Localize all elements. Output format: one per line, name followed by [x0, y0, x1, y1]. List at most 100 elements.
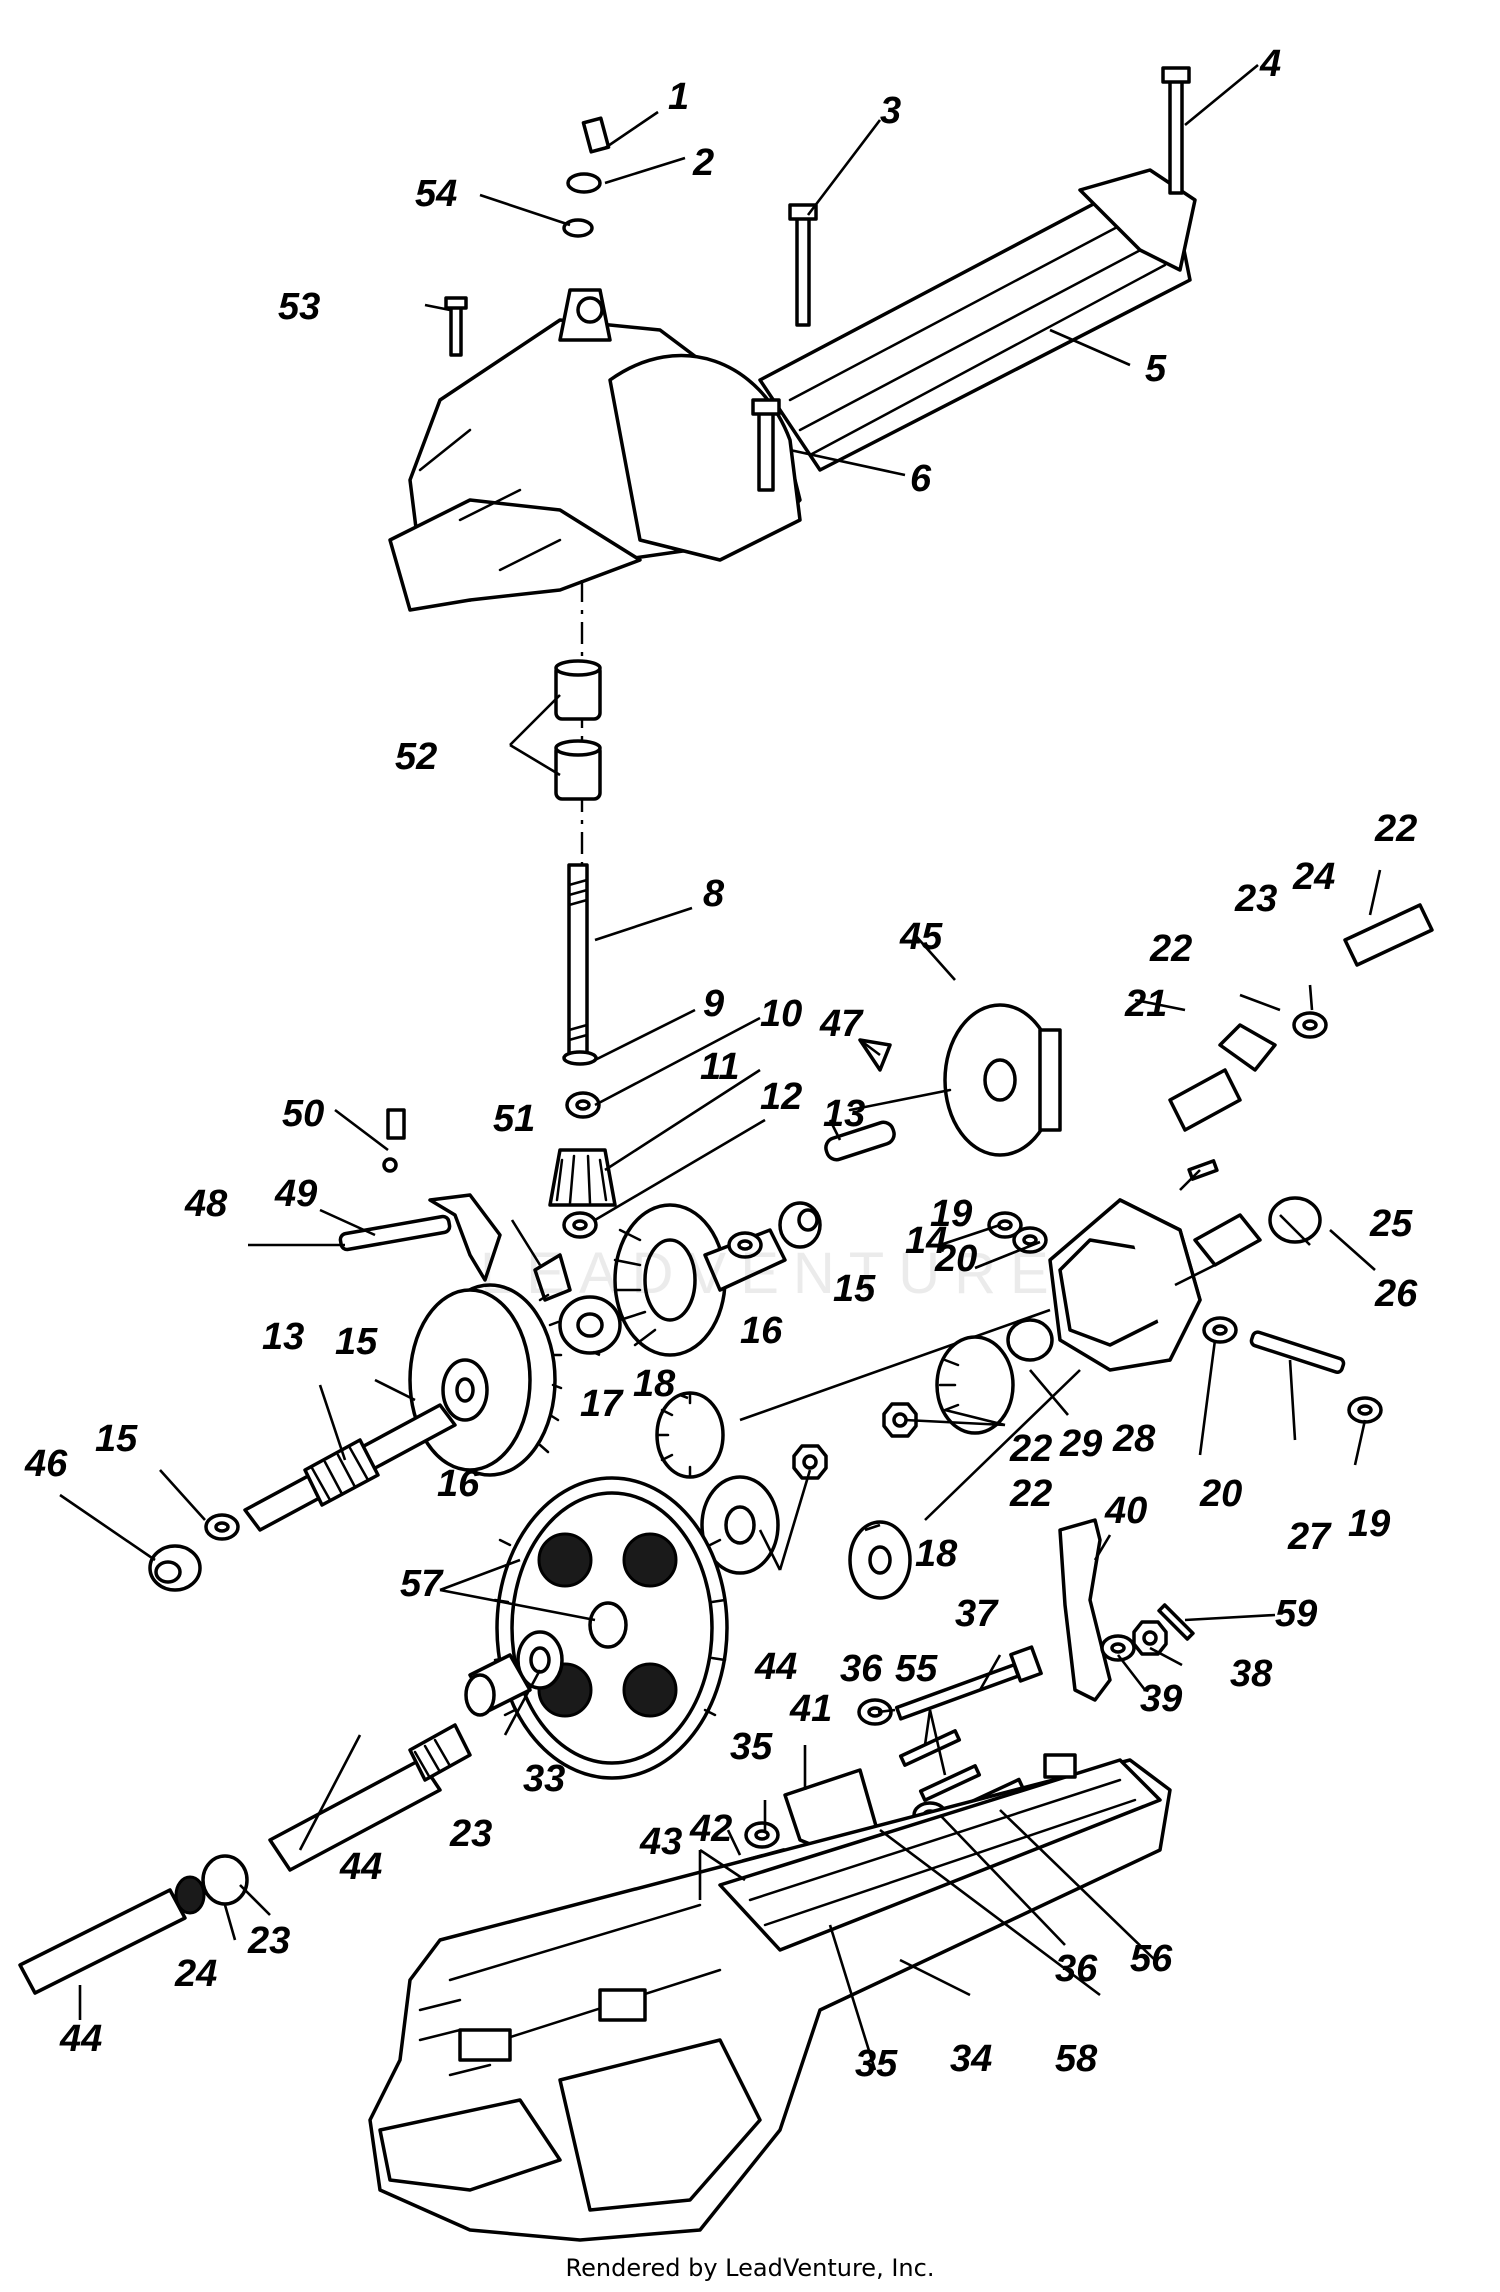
callout-5: 5 [1145, 348, 1167, 390]
callout-58: 58 [1055, 2038, 1098, 2080]
callout-21: 21 [1125, 983, 1168, 1025]
callout-6: 6 [910, 458, 932, 500]
callout-15-upper: 15 [833, 1268, 876, 1310]
callout-11: 11 [700, 1046, 740, 1088]
callout-23-lower: 23 [248, 1920, 291, 1962]
callout-45: 45 [900, 916, 943, 958]
bushings-52 [554, 659, 602, 801]
shaft-13 [148, 1403, 457, 1592]
callout-13-pin: 13 [823, 1093, 866, 1135]
callout-22-axle: 22 [1150, 928, 1193, 970]
callout-40: 40 [1105, 1490, 1148, 1532]
callout-16-spur: 16 [437, 1463, 480, 1505]
callout-49: 49 [275, 1173, 318, 1215]
callout-25: 25 [1370, 1203, 1413, 1245]
shift-fork-48 [338, 1108, 572, 1302]
callout-16-bevel: 16 [740, 1310, 783, 1352]
bushing-14 [778, 1201, 822, 1249]
leader-lines [59, 63, 1382, 2071]
callout-37: 37 [955, 1593, 998, 1635]
callout-17: 17 [580, 1383, 623, 1425]
callout-42: 42 [690, 1808, 733, 1850]
callout-8: 8 [703, 873, 725, 915]
top-fasteners [444, 66, 1191, 492]
right-axle-parts [987, 903, 1434, 1424]
ring-gear-45 [848, 1003, 1062, 1157]
callout-51: 51 [493, 1098, 536, 1140]
callout-19-lower: 19 [1348, 1503, 1391, 1545]
callout-55: 55 [895, 1648, 938, 1690]
gear-18-upper [655, 1391, 725, 1479]
callout-28: 28 [1113, 1418, 1156, 1460]
big-gear-57 [493, 1476, 729, 1780]
callout-35-upper: 35 [730, 1726, 773, 1768]
callout-13-shaft: 13 [262, 1316, 305, 1358]
axle-tube [758, 168, 1197, 472]
callout-23-middle: 23 [450, 1813, 493, 1855]
callout-50: 50 [282, 1093, 325, 1135]
gear-18-lower [848, 1520, 912, 1600]
callout-20-lower: 20 [1200, 1473, 1243, 1515]
callout-22-extra: 22 [1010, 1473, 1053, 1515]
callout-4: 4 [1260, 43, 1282, 85]
bevel-gear-16 [613, 1203, 787, 1357]
callout-19-upper: 19 [930, 1193, 973, 1235]
spur-gear-16 [408, 1283, 563, 1477]
callout-36-lower: 36 [1055, 1948, 1098, 1990]
callout-9: 9 [703, 983, 725, 1025]
callout-20-upper: 20 [935, 1238, 978, 1280]
callout-43: 43 [640, 1821, 683, 1863]
callout-24-right: 24 [1293, 856, 1336, 898]
callout-57: 57 [400, 1563, 443, 1605]
callout-1: 1 [668, 76, 690, 118]
callout-53: 53 [278, 286, 321, 328]
callout-36-upper: 36 [840, 1648, 883, 1690]
upper-housing [388, 288, 802, 612]
callout-18-lower: 18 [915, 1533, 958, 1575]
callout-14: 14 [905, 1220, 948, 1262]
callout-44-shaft: 44 [340, 1846, 383, 1888]
callout-44-gear: 44 [755, 1646, 798, 1688]
input-shaft-8 [548, 863, 617, 1239]
bushing-33 [516, 1630, 564, 1690]
callout-15-lower: 15 [95, 1418, 138, 1460]
callout-22-pinion: 22 [1010, 1428, 1053, 1470]
callout-27: 27 [1288, 1516, 1331, 1558]
bushing-23-upper [464, 1653, 532, 1717]
output-shaft-44 [18, 1723, 472, 1995]
differential-housing-28 [1048, 1198, 1202, 1372]
callout-41: 41 [790, 1688, 833, 1730]
callout-56: 56 [1130, 1938, 1173, 1980]
callout-15-middle: 15 [335, 1321, 378, 1363]
callout-22-top: 22 [1375, 808, 1418, 850]
callout-35-lower: 35 [855, 2043, 898, 2085]
callout-52: 52 [395, 736, 438, 778]
callout-29: 29 [1060, 1423, 1103, 1465]
callout-54: 54 [415, 173, 458, 215]
callout-26: 26 [1375, 1273, 1418, 1315]
shift-lever-40 [1058, 1518, 1195, 1702]
callout-12: 12 [760, 1076, 803, 1118]
callout-59: 59 [1275, 1593, 1318, 1635]
callout-39: 39 [1140, 1678, 1183, 1720]
callout-33: 33 [523, 1758, 566, 1800]
callout-44-axle: 44 [60, 2018, 103, 2060]
footer-credit: Rendered by LeadVenture, Inc. [565, 2254, 935, 2282]
callout-18-upper: 18 [633, 1363, 676, 1405]
watermark: LEADVENTURE [480, 1241, 1063, 1306]
callout-23-right: 23 [1235, 878, 1278, 920]
lower-housing-34 [368, 1753, 1172, 2242]
callout-24-left: 24 [175, 1953, 218, 1995]
callout-10: 10 [760, 993, 803, 1035]
callout-2: 2 [693, 142, 715, 184]
callout-47: 47 [820, 1003, 863, 1045]
callout-34: 34 [950, 2038, 993, 2080]
callout-48: 48 [185, 1183, 228, 1225]
pin-13 [824, 1038, 896, 1162]
pinion-gears-22 [792, 1318, 1054, 1480]
callout-3: 3 [880, 90, 902, 132]
callout-38: 38 [1230, 1653, 1273, 1695]
callout-46: 46 [25, 1443, 68, 1485]
